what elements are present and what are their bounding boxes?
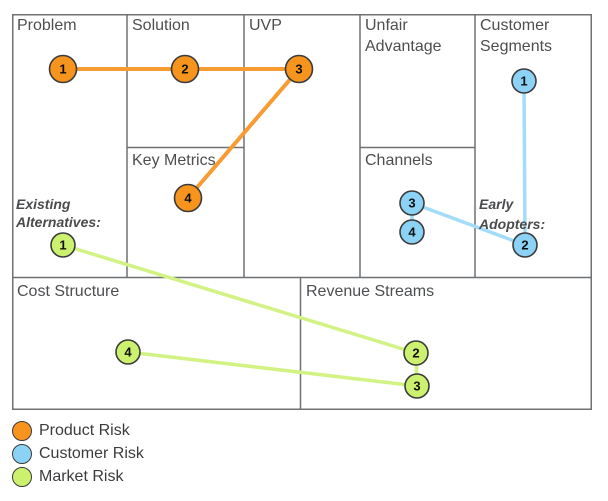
risk-node: 2 [403,340,429,366]
risk-node-number: 4 [184,191,192,206]
risk-link [522,80,527,246]
risk-node: 3 [399,190,425,216]
risk-node: 3 [404,373,430,399]
legend-item-market-risk: Market Risk [12,467,144,487]
risk-node-number: 1 [520,74,527,89]
risk-node-number: 3 [295,62,302,77]
risk-node-number: 3 [408,196,415,211]
risk-node-number: 4 [408,225,416,240]
risk-node-circle [512,232,538,258]
product-risk-swatch-icon [12,421,32,441]
risk-node-number: 4 [124,345,132,360]
section-title-unfair-advantage: Unfair Advantage [365,17,442,55]
section-title-channels: Channels [365,152,433,169]
risk-node-circle [511,68,537,94]
risk-node-circle [399,219,425,245]
risk-node-circle [48,54,78,84]
risk-node-circle [403,340,429,366]
risk-node: 2 [170,54,200,84]
risk-node: 4 [173,183,203,213]
section-title-customer-segments: Customer Segments [480,17,553,55]
risk-node-circle [284,54,314,84]
risk-legend: Product Risk Customer Risk Market Risk [12,421,144,490]
risk-node-circle [173,183,203,213]
risk-node-number: 2 [412,346,419,361]
risk-node-circle [399,190,425,216]
section-title-uvp: UVP [249,17,282,34]
risk-nodes: 1 2 3 4 1 2 3 4 1 2 3 4 [48,54,538,399]
risk-node-circle [115,339,141,365]
sublabel-early-adopters: Early Adopters: [479,196,546,232]
risk-link [127,350,418,388]
risk-link [186,67,301,200]
risk-node: 4 [115,339,141,365]
risk-node-number: 2 [181,62,188,77]
risk-node-number: 2 [521,238,528,253]
risk-node: 1 [511,68,537,94]
section-title-revenue-streams: Revenue Streams [306,283,435,300]
risk-node: 1 [48,54,78,84]
legend-label: Market Risk [39,468,124,485]
market-risk-swatch-icon [12,467,32,487]
legend-label: Customer Risk [39,445,144,462]
section-title-key-metrics: Key Metrics [132,152,216,169]
risk-node: 4 [399,219,425,245]
risk-node-number: 3 [413,379,420,394]
risk-link [411,201,526,247]
risk-node-circle [50,232,76,258]
risk-link [62,243,417,355]
risk-links [62,67,527,388]
risk-node: 3 [284,54,314,84]
risk-node-number: 1 [59,62,66,77]
risk-node: 2 [512,232,538,258]
risk-node-circle [404,373,430,399]
legend-item-customer-risk: Customer Risk [12,444,144,464]
risk-node-circle [170,54,200,84]
section-title-problem: Problem [17,17,77,34]
section-title-cost-structure: Cost Structure [17,283,120,300]
section-title-solution: Solution [132,17,190,34]
canvas-grid [12,14,592,410]
risk-node: 1 [50,232,76,258]
customer-risk-swatch-icon [12,444,32,464]
legend-item-product-risk: Product Risk [12,421,144,441]
risk-node-number: 1 [59,238,66,253]
sublabel-existing-alternatives: Existing Alternatives: [16,196,101,230]
canvas-outer-border [12,14,592,410]
legend-label: Product Risk [39,422,130,439]
